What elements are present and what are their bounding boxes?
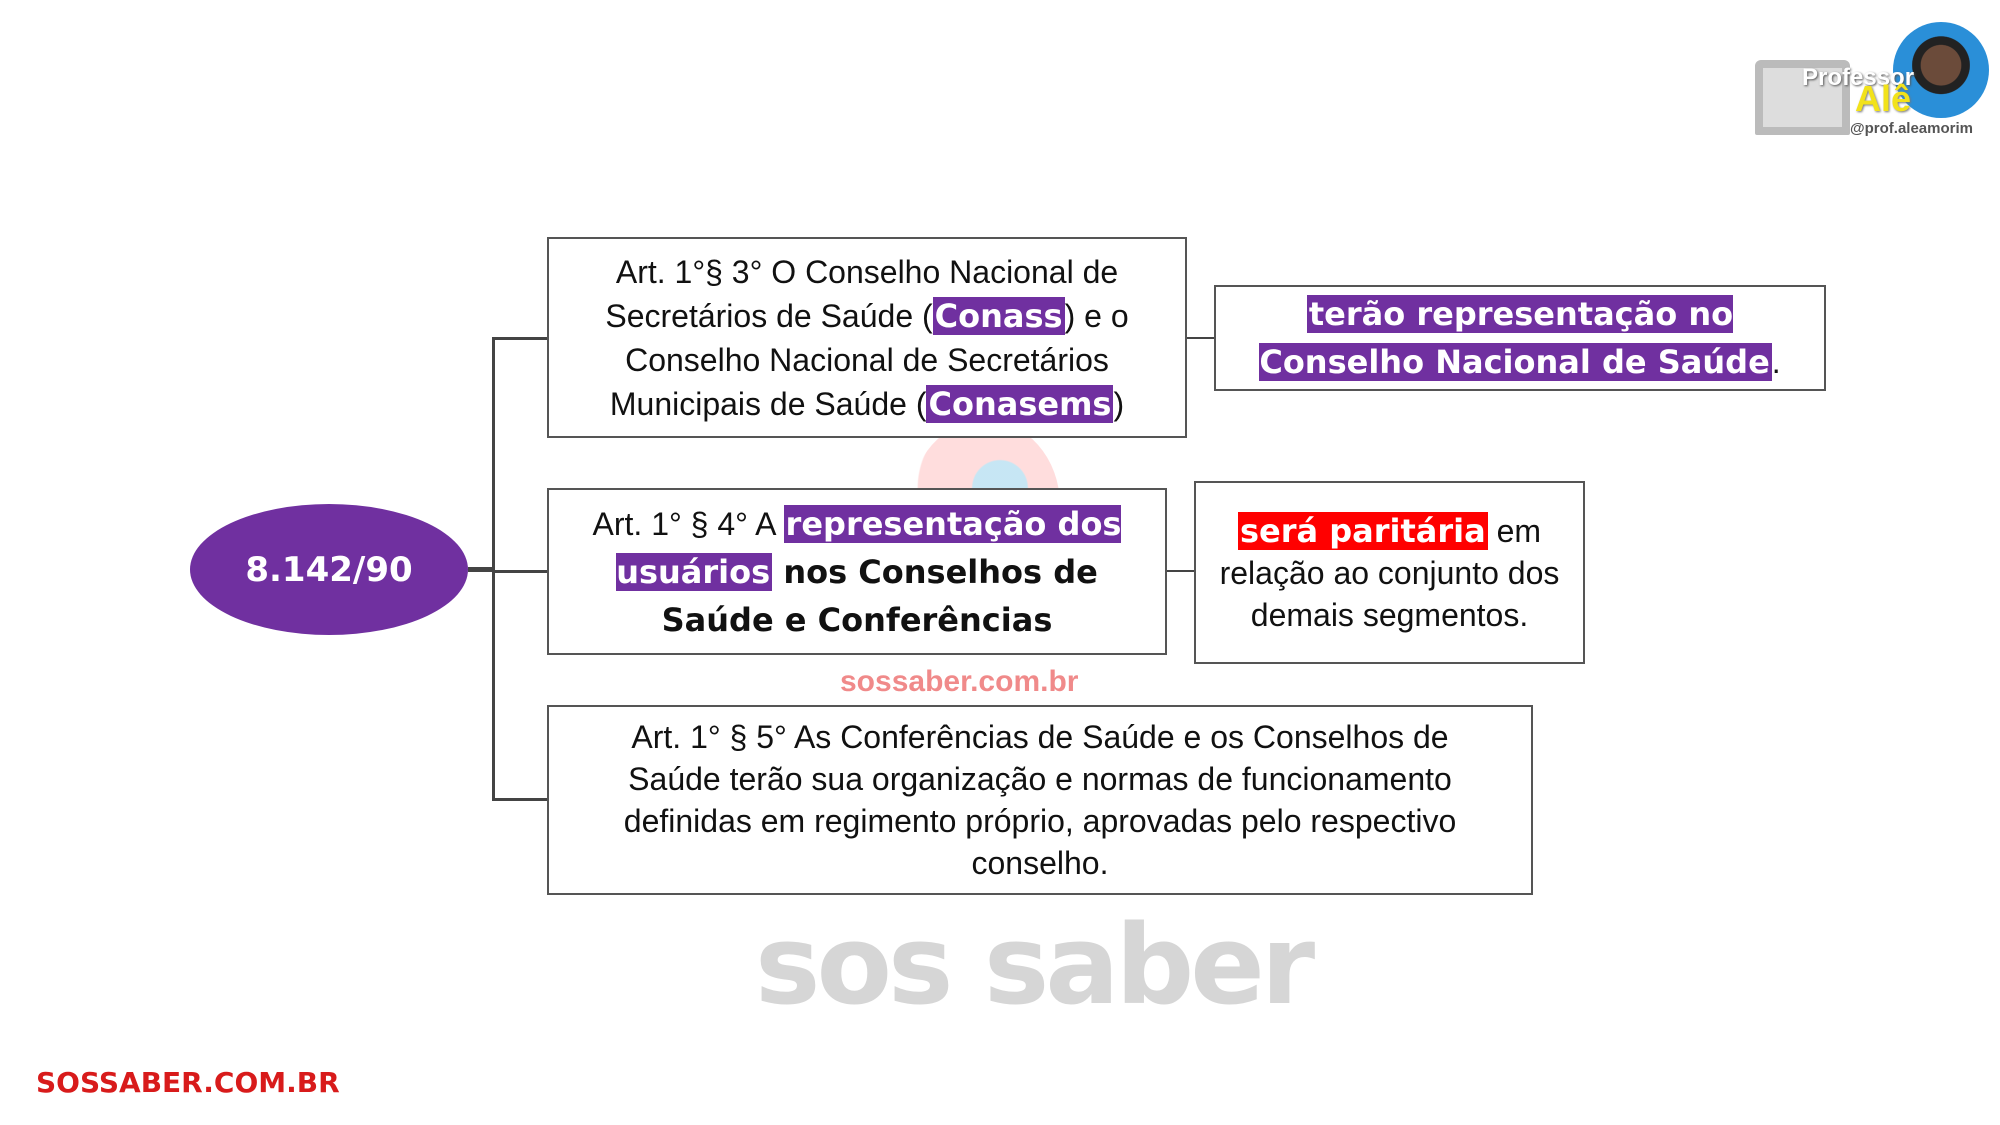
connector-2	[492, 570, 548, 573]
root-label: 8.142/90	[245, 549, 413, 590]
node-art1-par3: Art. 1°§ 3° O Conselho Nacional de Secre…	[547, 237, 1187, 438]
highlight-paritaria: será paritária	[1237, 511, 1488, 550]
node-text: Art. 1°§ 3° O Conselho Nacional de Secre…	[605, 253, 1119, 334]
connector-1-right	[1187, 337, 1215, 339]
node-paritaria: será paritária em relação ao conjunto do…	[1194, 481, 1585, 664]
highlight-cns: terão representação no Conselho Nacional…	[1259, 295, 1772, 381]
logo-handle: @prof.aleamorim	[1850, 120, 1973, 137]
node-text: Art. 1° § 5° As Conferências de Saúde e …	[623, 719, 1457, 881]
professor-ale-logo: Professor Alê @prof.aleamorim	[1750, 20, 1995, 145]
node-representacao-cns: terão representação no Conselho Nacional…	[1214, 285, 1826, 391]
connector-2-right	[1167, 570, 1195, 572]
node-text: ) e o Conselho Nacional de Secretários M…	[609, 297, 1129, 422]
node-text-bold: nos Conselhos de Saúde e Conferências	[661, 552, 1098, 639]
logo-line1: Professor	[1802, 64, 1915, 91]
connector-root	[468, 567, 494, 572]
watermark-url: sossaber.com.br	[840, 665, 1079, 698]
connector-1	[492, 337, 548, 340]
watermark-brand: sos saber	[755, 901, 1315, 1029]
book-icon	[1755, 60, 1850, 135]
node-text: .	[1771, 344, 1781, 380]
logo-line2: Alê	[1855, 78, 1912, 119]
node-art1-par4: Art. 1° § 4° A representação dos usuário…	[547, 488, 1167, 655]
connector-3	[492, 798, 548, 801]
root-node: 8.142/90	[190, 504, 468, 635]
node-text: Art. 1° § 4° A	[592, 505, 784, 542]
node-text: )	[1113, 385, 1125, 422]
node-art1-par5: Art. 1° § 5° As Conferências de Saúde e …	[547, 705, 1533, 895]
footer-site: SOSSABER.COM.BR	[36, 1066, 340, 1099]
highlight-conass: Conass	[932, 296, 1065, 335]
avatar	[1893, 22, 1989, 118]
node-text: em relação ao conjunto dos demais segmen…	[1219, 512, 1560, 633]
highlight-conasems: Conasems	[926, 384, 1114, 423]
